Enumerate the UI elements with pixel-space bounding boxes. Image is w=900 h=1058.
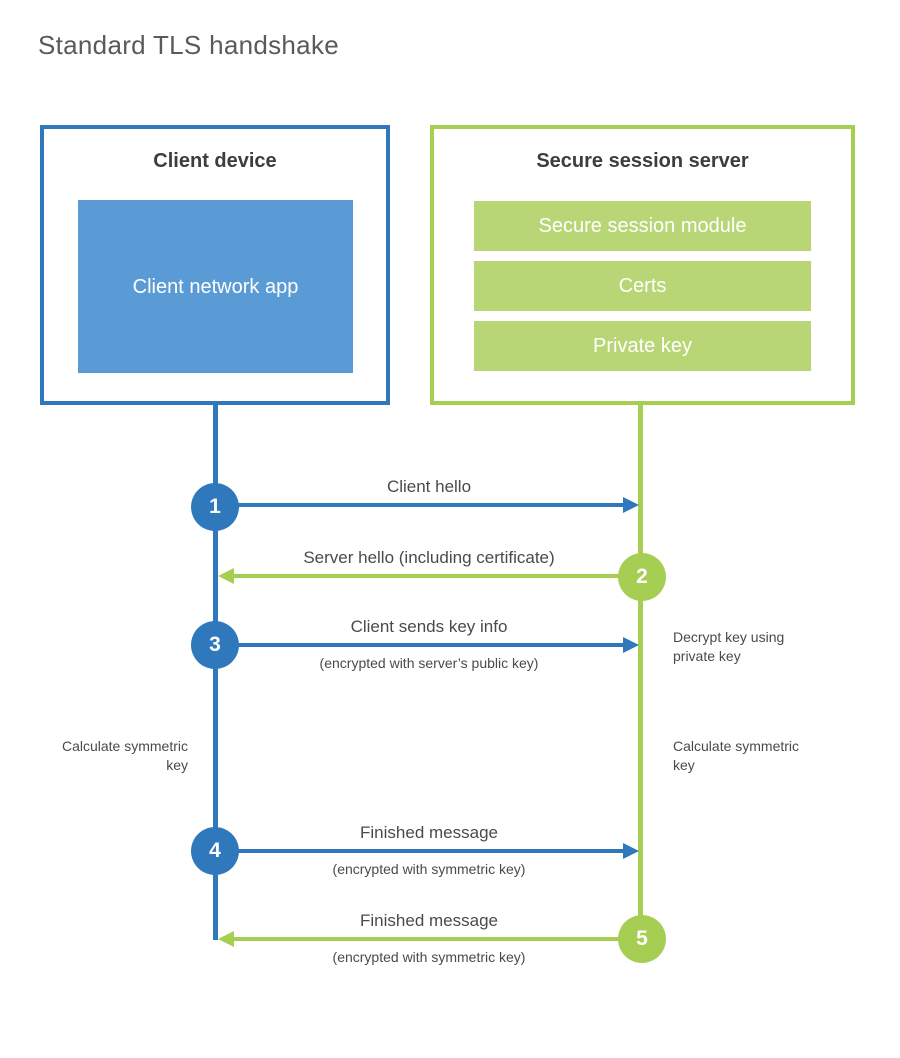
client-device-box: Client device Client network app (40, 125, 390, 405)
step-badge-3: 3 (191, 621, 239, 669)
message-sublabel-key-info: (encrypted with server’s public key) (319, 655, 539, 671)
client-network-app-label: Client network app (132, 275, 299, 298)
step-badge-2: 2 (618, 553, 666, 601)
server-module-private-key: Private key (474, 321, 811, 371)
step-badge-1: 1 (191, 483, 239, 531)
arrowhead-left-icon (218, 568, 234, 584)
message-label-finished-server: Finished message (360, 911, 498, 930)
server-lifeline (638, 405, 643, 939)
page-title: Standard TLS handshake (38, 30, 340, 60)
secure-session-server-title: Secure session server (536, 150, 749, 172)
note-decrypt-key: Decrypt key using private key (673, 629, 785, 664)
secure-session-server-box: Secure session server Secure session mod… (430, 125, 855, 405)
arrow-finished-client (215, 849, 623, 853)
arrow-client-hello (215, 503, 623, 507)
arrow-server-hello (234, 574, 642, 578)
message-label-server-hello: Server hello (including certificate) (303, 548, 555, 567)
client-lifeline (213, 405, 218, 940)
message-sublabel-finished-client: (encrypted with symmetric key) (332, 861, 526, 877)
arrowhead-right-icon (623, 637, 639, 653)
arrow-key-info (215, 643, 623, 647)
note-calculate-symmetric-server: Calculate symmetric key (673, 738, 800, 773)
note-calculate-symmetric-client: Calculate symmetric key (61, 738, 188, 773)
step-badge-5: 5 (618, 915, 666, 963)
message-label-client-hello: Client hello (386, 477, 472, 496)
server-module-secure-session: Secure session module (474, 201, 811, 251)
server-module-certs: Certs (474, 261, 811, 311)
arrowhead-right-icon (623, 843, 639, 859)
message-label-finished-client: Finished message (360, 823, 498, 842)
arrowhead-right-icon (623, 497, 639, 513)
arrowhead-left-icon (218, 931, 234, 947)
message-sublabel-finished-server: (encrypted with symmetric key) (332, 949, 526, 965)
client-device-title: Client device (153, 150, 277, 172)
client-network-app-module: Client network app (78, 200, 353, 373)
message-label-key-info: Client sends key info (350, 617, 508, 636)
arrow-finished-server (234, 937, 642, 941)
step-badge-4: 4 (191, 827, 239, 875)
